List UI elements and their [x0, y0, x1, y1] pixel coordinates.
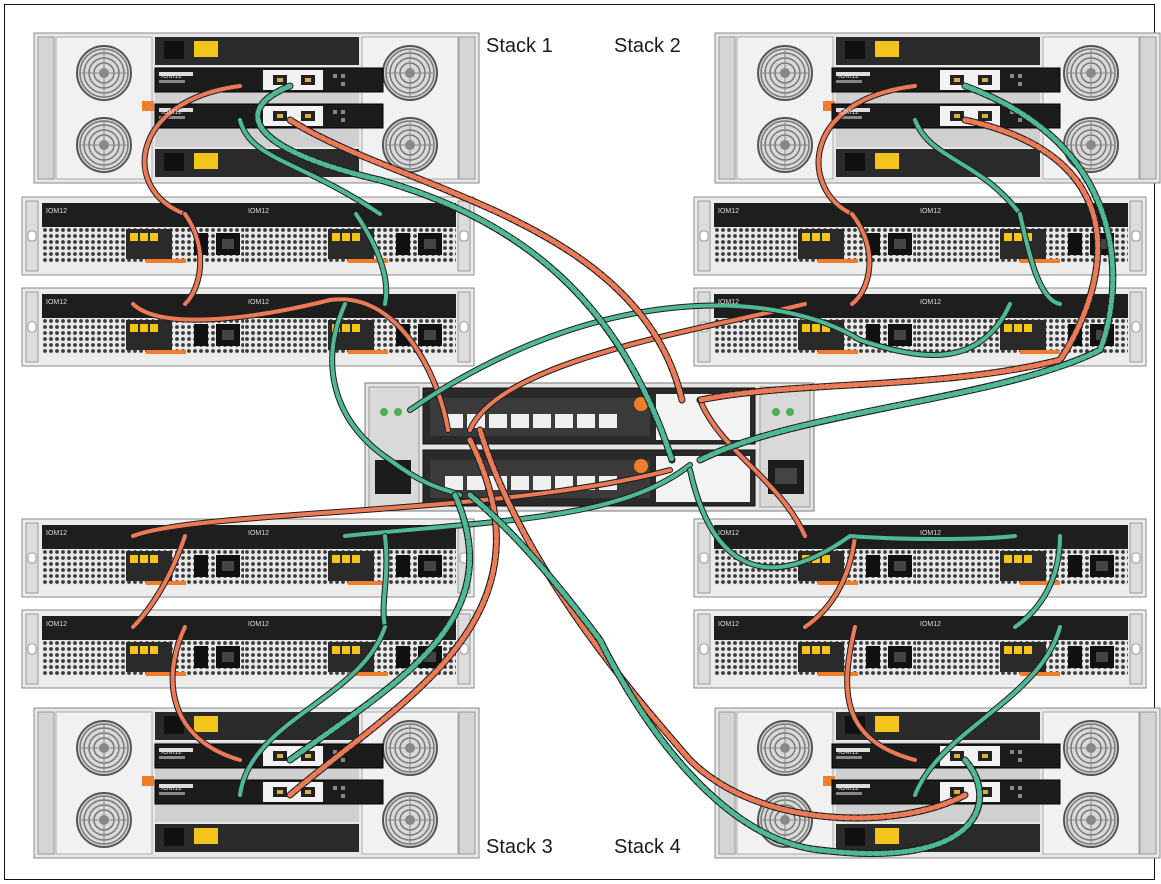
stack-4-label: Stack 4 — [614, 836, 681, 858]
iom-label: IOM12 — [838, 785, 859, 792]
iom-label: IOM12 — [920, 621, 941, 628]
iom-label: IOM12 — [718, 299, 739, 306]
stack-1-label: Stack 1 — [486, 35, 553, 57]
iom-label: IOM12 — [46, 621, 67, 628]
stack1-iom-a — [154, 67, 384, 93]
stack2-4u-shelf — [715, 33, 1160, 183]
iom-label: IOM12 — [838, 109, 859, 116]
stack-2-label: Stack 2 — [614, 35, 681, 57]
stack4-4u-shelf — [715, 708, 1160, 858]
controller-chassis — [364, 382, 815, 512]
cables — [130, 82, 1117, 858]
iom-label: IOM12 — [46, 299, 67, 306]
iom-label: IOM12 — [718, 530, 739, 537]
iom-label: IOM12 — [248, 530, 269, 537]
stack3-iom-b — [154, 779, 384, 805]
iom-label: IOM12 — [718, 208, 739, 215]
green-daisy-chain-cables — [237, 117, 1063, 798]
iom-label: IOM12 — [920, 530, 941, 537]
iom-label: IOM12 — [920, 208, 941, 215]
stack3-4u-shelf — [34, 708, 479, 858]
iom-label: IOM12 — [920, 299, 941, 306]
iom-label: IOM12 — [838, 749, 859, 756]
iom-label: IOM12 — [248, 299, 269, 306]
stack-3-label: Stack 3 — [486, 836, 553, 858]
iom-label: IOM12 — [838, 73, 859, 80]
iom-label: IOM12 — [161, 785, 182, 792]
iom-label: IOM12 — [248, 208, 269, 215]
iom-label: IOM12 — [161, 749, 182, 756]
orange-daisy-chain-cables — [130, 83, 918, 763]
stack2-iom-a — [831, 67, 1061, 93]
iom-label: IOM12 — [718, 621, 739, 628]
orange-dashed-cables — [286, 116, 1102, 822]
iom-label: IOM12 — [161, 73, 182, 80]
iom-label: IOM12 — [161, 109, 182, 116]
stack1-iom-b — [154, 103, 384, 129]
green-dashed-cables — [254, 82, 1117, 858]
iom-label: IOM12 — [248, 621, 269, 628]
iom-label: IOM12 — [46, 208, 67, 215]
iom-label: IOM12 — [46, 530, 67, 537]
